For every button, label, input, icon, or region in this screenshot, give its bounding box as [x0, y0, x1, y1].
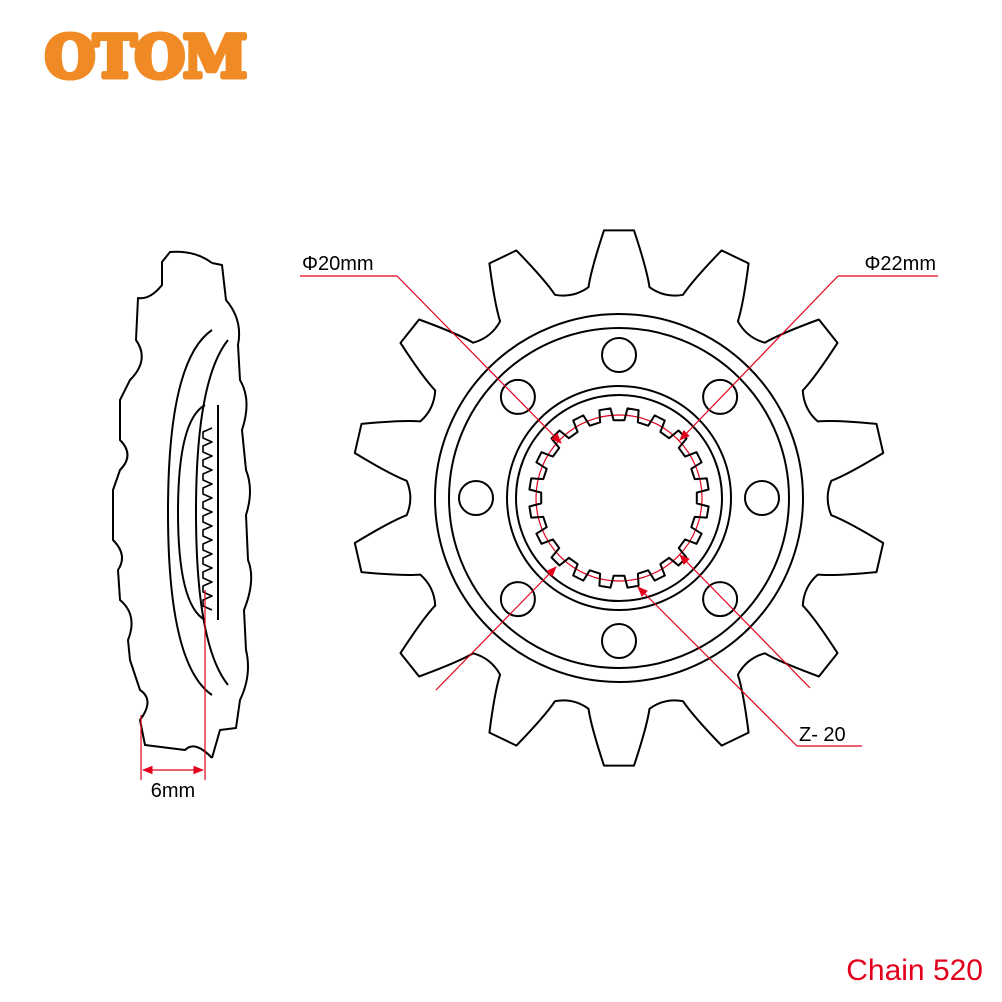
dimension-annotations [300, 275, 938, 747]
bolt-hole [499, 378, 536, 415]
sprocket-front-view [353, 229, 885, 767]
hub-ring-outer [434, 313, 804, 683]
bolt-hole [744, 480, 780, 516]
bolt-hole [499, 581, 536, 618]
logo-wordmark-fill: OTOM [45, 23, 245, 91]
chain-size-label: Chain 520 [846, 954, 983, 987]
phi20-leader-lower [679, 554, 811, 689]
sprocket-teeth-outline [353, 229, 885, 767]
bolt-hole [702, 581, 739, 618]
side-hub-curve-outer [167, 329, 213, 696]
bolt-hole [601, 337, 637, 373]
hub-ring-inner [448, 327, 790, 669]
phi22-leader-upper [679, 275, 839, 441]
bolt-hole-group [458, 337, 780, 659]
bolt-hole [702, 378, 739, 415]
side-hub-curve-inner [195, 339, 229, 686]
spline-teeth-outline [528, 407, 710, 589]
spline-pitch-circle [535, 414, 703, 582]
thickness-dimension: 6mm [140, 590, 206, 802]
side-profile-outline [112, 250, 253, 759]
logo-wordmark: OTOM [45, 23, 245, 91]
boss-ring-outer [506, 385, 732, 611]
phi20-leader-upper [396, 275, 562, 444]
sprocket-side-view [112, 250, 253, 759]
inner-diameter-label: Φ20mm [302, 253, 374, 275]
spline-count-label: Z- 20 [799, 724, 846, 746]
bolt-hole [458, 480, 494, 516]
thickness-label: 6mm [151, 780, 195, 802]
brand-logo: OTOM OTOM [42, 21, 249, 94]
boss-ring-inner [515, 394, 723, 602]
side-spline-teeth [202, 427, 213, 611]
outer-diameter-label: Φ22mm [864, 253, 936, 275]
side-bore-edge [177, 404, 206, 621]
bolt-hole [601, 623, 637, 659]
phi22-leader-lower [435, 566, 557, 691]
z20-leader [637, 586, 798, 747]
